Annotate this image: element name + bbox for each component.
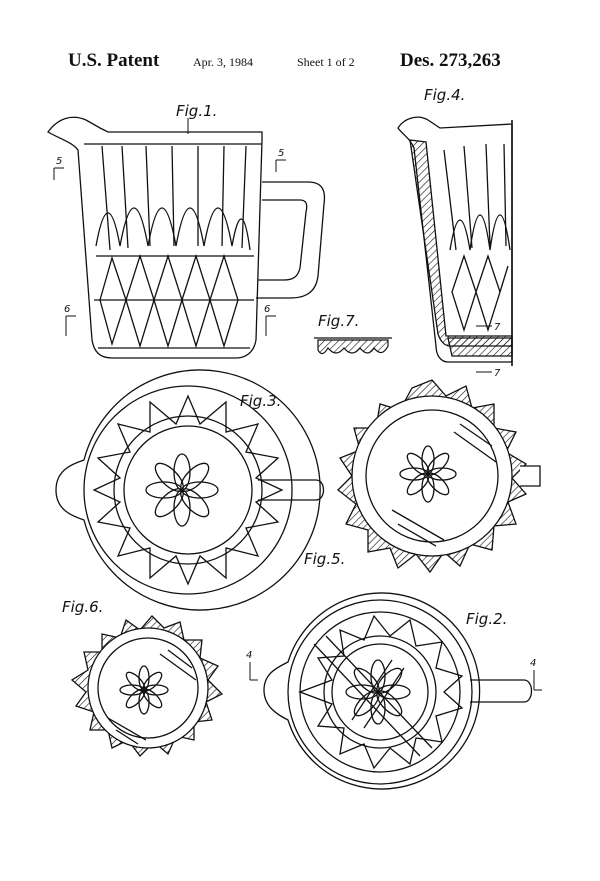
svg-text:4: 4 [530,658,536,669]
section-marker-5-left: 5 [53,156,64,180]
section-marker-6-left: 6 [64,304,76,336]
figure-2-top-view [263,592,533,790]
svg-text:6: 6 [64,304,70,315]
patent-date: Apr. 3, 1984 [193,55,253,69]
svg-text:7: 7 [494,368,501,379]
figure-6-bottom-view [70,615,224,757]
figure-7-base-section [314,337,392,355]
patent-label: U.S. Patent [68,50,160,71]
svg-text:6: 6 [264,304,270,315]
figure-1-label: Fig.1. [176,102,217,120]
svg-text:5: 5 [278,148,284,159]
figure-3-label: Fig.3. [240,392,281,410]
figure-1-pitcher-side [47,116,326,359]
section-marker-7-lower: 7 [476,368,501,379]
svg-text:4: 4 [246,650,252,661]
svg-text:5: 5 [56,156,62,167]
section-marker-4-left: 4 [246,650,258,681]
sheet-number: Sheet 1 of 2 [297,55,355,69]
figure-3-top-view [55,369,325,611]
figure-5-label: Fig.5. [304,550,345,568]
figure-2-label: Fig.2. [466,610,507,628]
svg-text:7: 7 [494,322,501,333]
section-marker-7-upper: 7 [476,322,501,333]
figure-4-pitcher-section [397,116,513,366]
figure-5-bottom-view [337,379,541,574]
figure-6-label: Fig.6. [62,598,103,616]
section-marker-5-right: 5 [275,148,286,172]
figure-4-label: Fig.4. [424,86,465,104]
section-marker-6-right: 6 [264,304,276,336]
design-number: Des. 273,263 [400,50,501,71]
patent-header: U.S. Patent Apr. 3, 1984 Sheet 1 of 2 De… [0,50,600,80]
section-marker-4-right: 4 [530,658,542,691]
figure-7-label: Fig.7. [318,312,359,330]
